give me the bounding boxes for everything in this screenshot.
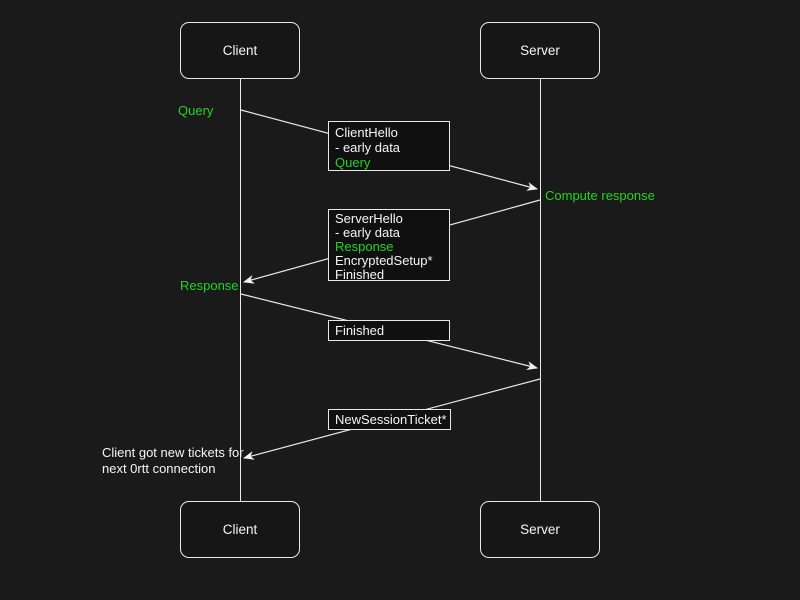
annotation-compute-response: Compute response: [545, 188, 655, 203]
actor-server-bottom: Server: [480, 501, 600, 558]
message-line: - early data: [335, 140, 401, 155]
message-box-finished: Finished: [328, 320, 450, 341]
annotation-query: Query: [178, 103, 214, 118]
note-line: next 0rtt connection: [102, 460, 216, 476]
message-box-server-hello: ServerHello - early data Response Encryp…: [328, 209, 450, 282]
message-line: ClientHello: [335, 125, 398, 140]
message-line: - early data: [335, 225, 401, 240]
message-box-new-session-ticket: NewSessionTicket*: [328, 409, 451, 430]
message-box-client-hello: ClientHello - early data Query: [328, 121, 450, 171]
message-line: ServerHello: [335, 211, 403, 226]
actor-client-bottom: Client: [180, 501, 300, 558]
message-line: Finished: [335, 323, 385, 338]
message-line: NewSessionTicket*: [335, 412, 447, 427]
actor-server-top: Server: [480, 22, 600, 79]
message-line: Response: [335, 239, 394, 254]
annotation-response: Response: [180, 278, 239, 293]
message-line: Query: [335, 155, 371, 170]
actor-client-top: Client: [180, 22, 300, 79]
note-line: Client got new tickets for: [102, 445, 244, 460]
message-line: EncryptedSetup*: [335, 253, 433, 268]
note-new-tickets: Client got new tickets for next 0rtt con…: [102, 445, 244, 476]
message-line: Finished: [335, 267, 385, 282]
